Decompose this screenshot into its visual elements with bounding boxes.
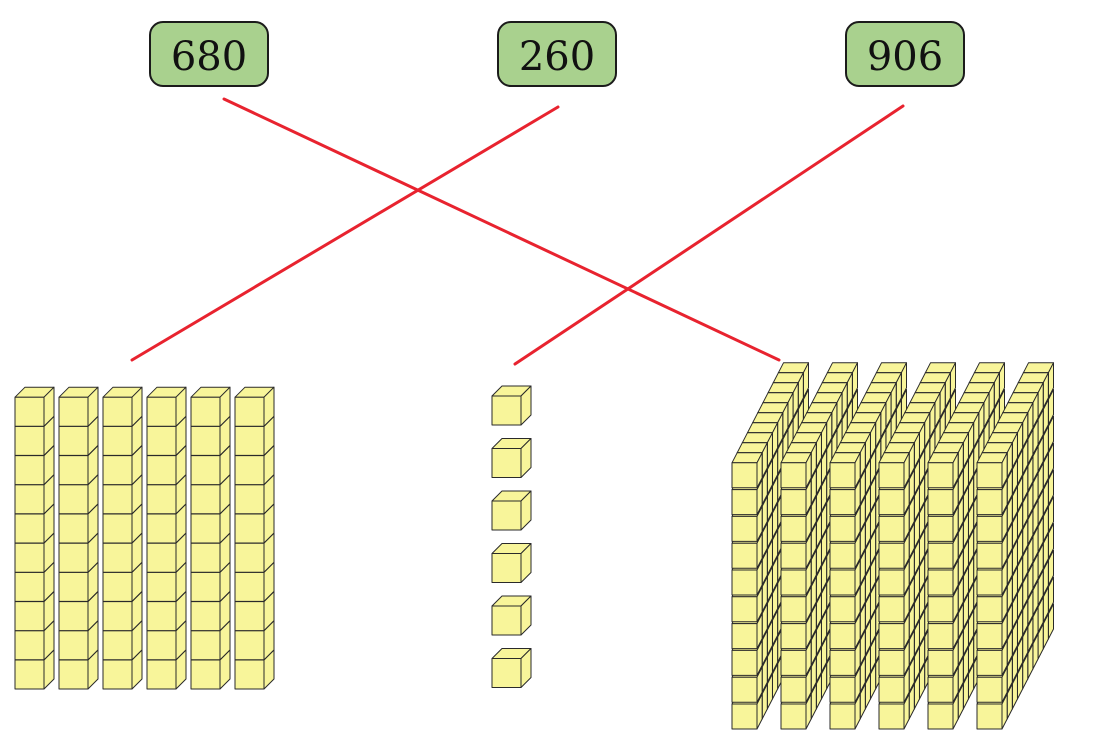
unit-cubes-block [491, 385, 532, 688]
rod-cube [190, 386, 231, 427]
number-box-906: 906 [845, 21, 965, 87]
unit-cube [491, 595, 532, 636]
rod-cube [146, 386, 187, 427]
flat-cube [829, 452, 861, 489]
tens-rod [58, 386, 99, 690]
tens-rod [14, 386, 55, 690]
number-label-680: 680 [171, 34, 247, 80]
connector-680-to-flats [222, 97, 781, 362]
tens-rod [146, 386, 187, 690]
rod-cube [102, 445, 143, 486]
connector-906-to-units [513, 104, 905, 366]
number-box-260: 260 [497, 21, 617, 87]
connector-260-to-rods [130, 105, 560, 362]
hundred-flat [976, 362, 1054, 730]
number-label-906: 906 [867, 34, 943, 80]
flat-cube [829, 532, 861, 569]
rod-cube [234, 532, 275, 573]
number-box-680: 680 [149, 21, 269, 87]
number-label-260: 260 [519, 34, 595, 80]
hundred-flat [731, 362, 809, 730]
tens-rods-block [14, 386, 275, 690]
unit-cube [491, 438, 532, 478]
rod-cube [102, 386, 143, 427]
tens-rod [102, 386, 143, 690]
rod-cube [234, 386, 275, 427]
flat-cube [731, 452, 763, 489]
connector-lines [130, 97, 905, 366]
hundred-flats-block [731, 362, 1054, 730]
unit-cube [491, 648, 532, 688]
flat-cube [780, 452, 812, 489]
rod-cube [14, 386, 55, 427]
unit-cube [491, 490, 532, 531]
tens-rod [234, 386, 275, 690]
unit-cube [491, 385, 532, 426]
flat-cube [731, 559, 763, 596]
flat-cube [927, 452, 959, 489]
unit-cube [491, 543, 532, 583]
flat-cube [878, 452, 910, 489]
flat-cube [976, 452, 1008, 489]
rod-cube [58, 386, 99, 427]
tens-rod [190, 386, 231, 690]
